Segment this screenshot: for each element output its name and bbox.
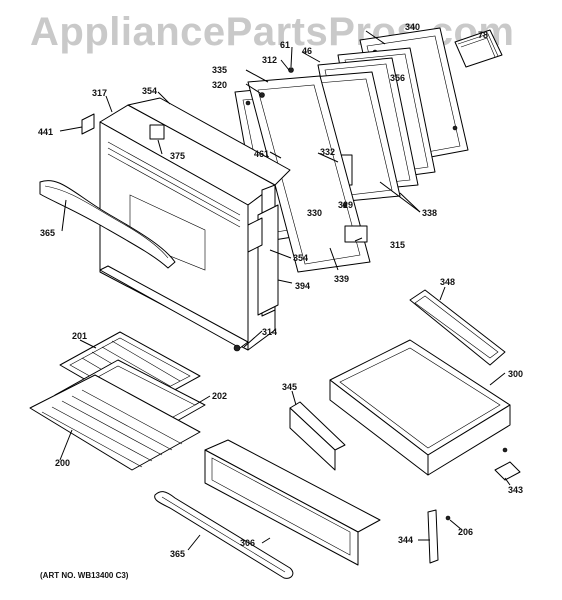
part-label-61: 61 — [280, 40, 291, 50]
part-label-345: 345 — [282, 382, 298, 392]
part-label-329: 329 — [338, 200, 354, 210]
part-label-338: 338 — [422, 208, 438, 218]
screw-320 — [259, 92, 265, 98]
part-label-344: 344 — [398, 535, 414, 545]
part-label-201: 201 — [72, 331, 88, 341]
drawer-clip — [494, 461, 521, 481]
oven-rack — [29, 374, 201, 471]
part-label-317: 317 — [92, 88, 108, 98]
part-label-365-drawer: 365 — [170, 549, 186, 559]
part-label-335: 335 — [212, 65, 228, 75]
part-label-343: 343 — [508, 485, 524, 495]
part-label-46: 46 — [302, 46, 313, 56]
drawer-front — [204, 439, 381, 566]
door-side-trim — [247, 204, 279, 316]
drawer-rail — [409, 289, 506, 366]
part-label-354-bottom: 354 — [293, 253, 309, 263]
art-number: (ART NO. WB13400 C3) — [40, 571, 129, 580]
part-label-300: 300 — [508, 369, 524, 379]
part-label-461: 461 — [254, 149, 270, 159]
part-label-375: 375 — [170, 151, 186, 161]
door-handle — [39, 180, 176, 269]
drawer-slide — [427, 509, 439, 564]
part-label-315: 315 — [390, 240, 406, 250]
part-label-330: 330 — [307, 208, 323, 218]
part-label-441: 441 — [38, 127, 54, 137]
part-label-202: 202 — [212, 391, 228, 401]
part-label-314: 314 — [262, 327, 278, 337]
part-label-206: 206 — [458, 527, 474, 537]
bracket-441 — [81, 113, 95, 135]
part-label-365-door: 365 — [40, 228, 56, 238]
screw-206 — [445, 515, 451, 521]
part-label-340: 340 — [405, 22, 421, 32]
part-label-306: 306 — [240, 538, 256, 548]
leader-lines — [59, 30, 511, 551]
part-label-332: 332 — [320, 147, 336, 157]
drawer-side-face — [289, 407, 336, 471]
part-label-312: 312 — [262, 55, 278, 65]
part-label-354-top: 354 — [142, 86, 158, 96]
part-label-348: 348 — [440, 277, 456, 287]
drawer-handle — [154, 491, 294, 579]
screw-343 — [502, 447, 508, 453]
part-label-320: 320 — [212, 80, 228, 90]
storage-drawer-box — [329, 339, 511, 476]
door-bottom-trim — [99, 265, 249, 352]
gasket-part — [454, 29, 503, 68]
part-label-356: 356 — [390, 73, 406, 83]
part-label-200: 200 — [55, 458, 71, 468]
screw-61 — [288, 67, 294, 73]
part-label-78: 78 — [478, 30, 489, 40]
part-label-339: 339 — [334, 274, 350, 284]
part-label-394: 394 — [295, 281, 311, 291]
